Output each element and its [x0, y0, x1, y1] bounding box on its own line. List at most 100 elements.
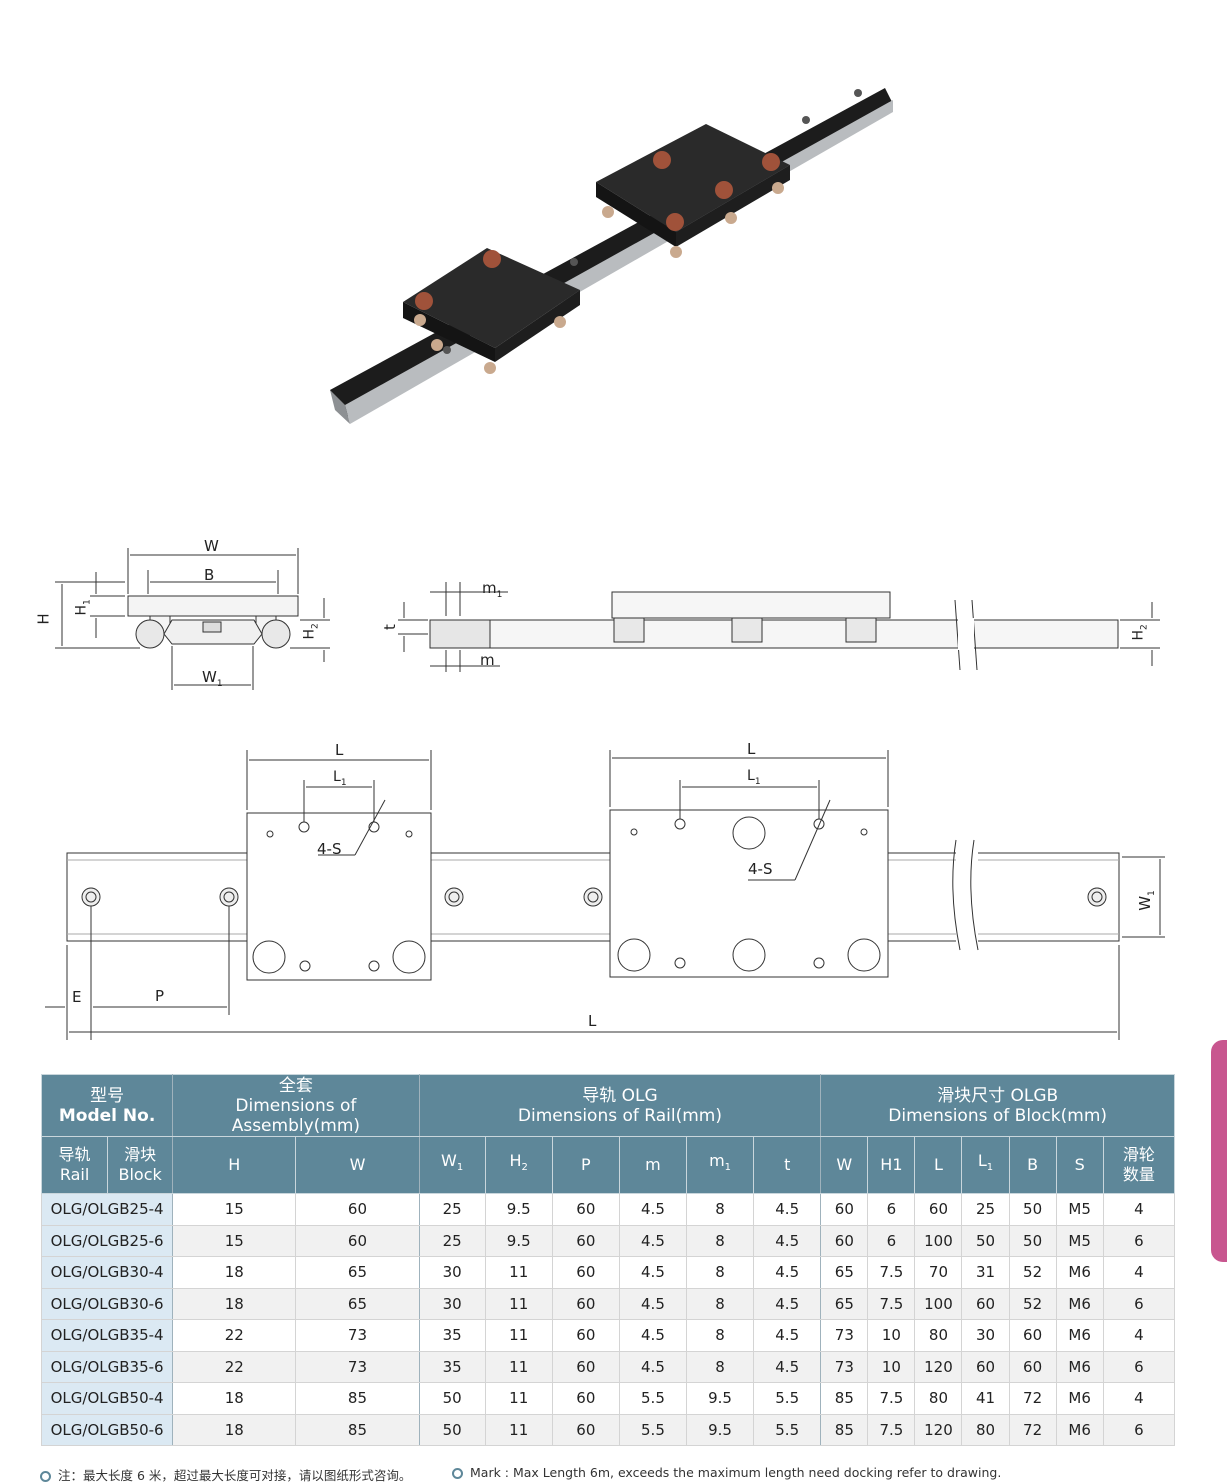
cell-H2: 9.5: [484, 1193, 553, 1226]
cell-L: 80: [914, 1319, 963, 1352]
cell-W: 60: [295, 1224, 420, 1257]
cell-m1: 9.5: [685, 1413, 755, 1446]
label-L1-left: L1: [333, 769, 347, 788]
model-cell: OLG/OLGB35-6: [40, 1350, 174, 1383]
cell-H2: 11: [484, 1382, 553, 1415]
cell-n: 4: [1102, 1256, 1176, 1289]
cell-H2: 9.5: [484, 1224, 553, 1257]
cell-H: 18: [172, 1287, 297, 1320]
side-tab-marker: [1211, 1040, 1227, 1262]
cell-B: 52: [1008, 1256, 1057, 1289]
cell-t: 4.5: [753, 1193, 822, 1226]
label-L-left: L: [335, 741, 344, 759]
label-H: H: [34, 613, 53, 625]
cell-m: 5.5: [618, 1413, 688, 1446]
cell-S: M6: [1055, 1287, 1104, 1320]
cell-P: 60: [551, 1319, 620, 1352]
cell-W1: 25: [418, 1224, 486, 1257]
cell-W: 85: [295, 1382, 420, 1415]
cell-t: 4.5: [753, 1350, 822, 1383]
cell-H: 18: [172, 1256, 297, 1289]
cell-L: 60: [914, 1193, 963, 1226]
cell-bW: 85: [820, 1382, 869, 1415]
cell-P: 60: [551, 1224, 620, 1257]
cell-W1: 25: [418, 1193, 486, 1226]
cell-bW: 73: [820, 1350, 869, 1383]
cell-t: 4.5: [753, 1319, 822, 1352]
cell-H: 15: [172, 1224, 297, 1257]
cell-L: 70: [914, 1256, 963, 1289]
cell-H1: 7.5: [867, 1382, 916, 1415]
cell-m: 4.5: [618, 1256, 688, 1289]
cell-m: 4.5: [618, 1224, 688, 1257]
subheader-S: S: [1055, 1136, 1104, 1194]
subheader-P: P: [551, 1136, 620, 1194]
cell-L: 100: [914, 1287, 963, 1320]
model-cell: OLG/OLGB30-6: [40, 1287, 174, 1320]
cell-P: 60: [551, 1382, 620, 1415]
footnote-cn: 注：最大长度 6 米，超过最大长度可对接，请以图纸形式咨询。: [40, 1465, 411, 1484]
cell-S: M5: [1055, 1224, 1104, 1257]
model-cell: OLG/OLGB30-4: [40, 1256, 174, 1289]
cell-W1: 35: [418, 1319, 486, 1352]
cell-W: 73: [295, 1319, 420, 1352]
subheader-L: L: [914, 1136, 963, 1194]
cell-H2: 11: [484, 1413, 553, 1446]
subheader-B: B: [1008, 1136, 1057, 1194]
cell-L1: 31: [961, 1256, 1010, 1289]
label-4S-left: 4-S: [317, 840, 342, 858]
cell-W: 65: [295, 1256, 420, 1289]
label-L-right: L: [747, 740, 756, 758]
label-W1: W1: [202, 668, 223, 689]
cell-t: 4.5: [753, 1256, 822, 1289]
cell-m1: 8: [685, 1224, 755, 1257]
cell-P: 60: [551, 1193, 620, 1226]
cell-L: 80: [914, 1382, 963, 1415]
cell-W1: 50: [418, 1382, 486, 1415]
cell-W1: 30: [418, 1256, 486, 1289]
cell-m: 4.5: [618, 1193, 688, 1226]
cell-n: 6: [1102, 1413, 1176, 1446]
cell-L: 120: [914, 1413, 963, 1446]
label-m1: m1: [482, 579, 503, 600]
cross-section-and-side-drawing: [55, 548, 1160, 690]
cell-S: M6: [1055, 1256, 1104, 1289]
cell-L1: 60: [961, 1350, 1010, 1383]
cell-m1: 8: [685, 1193, 755, 1226]
plan-view-drawing: [45, 750, 1165, 1040]
cell-H: 22: [172, 1319, 297, 1352]
subheader-roller-count: 滑轮数量: [1102, 1136, 1176, 1194]
cell-H: 22: [172, 1350, 297, 1383]
cell-bW: 60: [820, 1193, 869, 1226]
label-E: E: [72, 988, 82, 1006]
cell-t: 5.5: [753, 1413, 822, 1446]
cell-W: 65: [295, 1287, 420, 1320]
model-cell: OLG/OLGB25-4: [40, 1193, 174, 1226]
cell-S: M6: [1055, 1319, 1104, 1352]
cell-L1: 80: [961, 1413, 1010, 1446]
cell-H1: 7.5: [867, 1256, 916, 1289]
cell-L: 100: [914, 1224, 963, 1257]
cell-H1: 6: [867, 1193, 916, 1226]
label-W: W: [204, 537, 219, 555]
cell-bW: 85: [820, 1413, 869, 1446]
cell-B: 72: [1008, 1382, 1057, 1415]
cell-S: M6: [1055, 1350, 1104, 1383]
cell-W1: 30: [418, 1287, 486, 1320]
cell-H: 18: [172, 1413, 297, 1446]
cell-B: 52: [1008, 1287, 1057, 1320]
bullet-icon: [40, 1471, 51, 1482]
cell-n: 4: [1102, 1319, 1176, 1352]
subheader-m: m: [618, 1136, 688, 1194]
subheader-H2: H2: [484, 1136, 553, 1194]
bullet-icon: [452, 1468, 463, 1479]
subheader-W: W: [295, 1136, 420, 1194]
cell-W: 73: [295, 1350, 420, 1383]
